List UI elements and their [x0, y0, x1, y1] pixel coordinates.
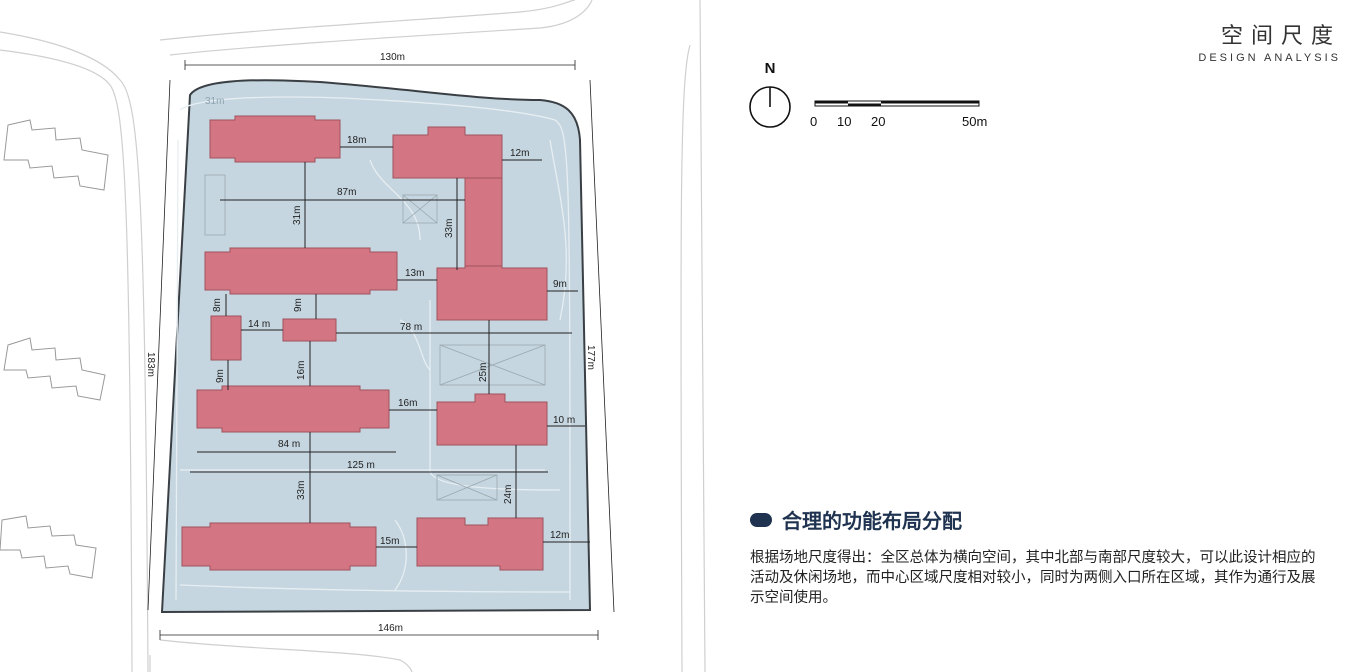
dim-right: 177m [585, 345, 596, 370]
dimension-labels: 130m 146m 183m 177m 31m 18m 12m 87m 31m … [145, 52, 596, 634]
building-f [210, 315, 242, 361]
section-title-text: 合理的功能布局分配 [782, 509, 962, 533]
building-c [464, 177, 503, 271]
section-body: 根据场地尺度得出：全区总体为横向空间，其中北部与南部尺度较大，可以此设计相应的活… [750, 550, 1316, 606]
dim-24m: 24m [503, 485, 514, 504]
outer-dimension-lines [147, 60, 615, 640]
north-arrow [749, 86, 791, 128]
scale-label-50: 50m [962, 114, 988, 129]
header-title-cn: 空间尺度 [1220, 24, 1341, 49]
north-label: N [764, 60, 776, 77]
internal-paths [175, 96, 571, 601]
dim-16m-horizontal: 16m [398, 398, 417, 409]
title-marker [750, 512, 772, 527]
building-j [181, 522, 377, 571]
scale-bar [814, 100, 980, 107]
dimension-lines [190, 146, 590, 548]
dim-bottom: 146m [378, 623, 403, 634]
dim-8m: 8m [212, 298, 223, 312]
building-g [282, 318, 337, 342]
analysis-section: 合理的功能布局分配 根据场地尺度得出：全区总体为横向空间，其中北部与南部尺度较大… [750, 505, 1330, 608]
dim-78m: 78 m [400, 322, 422, 333]
building-e [204, 247, 398, 295]
section-title: 合理的功能布局分配 [750, 505, 1330, 534]
dim-16m-vertical: 16m [296, 361, 307, 380]
building-h [196, 385, 390, 433]
dim-9m-left: 9m [215, 369, 226, 383]
dim-10m: 10 m [553, 415, 575, 426]
building-b [392, 126, 503, 179]
dim-14m: 14 m [248, 319, 270, 330]
building-i [436, 393, 548, 446]
dim-top: 130m [380, 52, 405, 63]
dim-31m: 31m [292, 206, 303, 225]
neighbor-buildings [0, 119, 109, 579]
building-k [416, 517, 544, 571]
dim-corner: 31m [205, 96, 224, 107]
scale-label-0: 0 [810, 114, 818, 129]
scale-label-10: 10 [837, 114, 852, 129]
dim-33m-top: 33m [444, 219, 455, 238]
building-a [209, 115, 341, 163]
page-header: 空间尺度 DESIGN ANALYSIS [1198, 18, 1341, 64]
scale-label-20: 20 [871, 114, 886, 129]
dim-125m: 125 m [347, 460, 375, 471]
dim-84m: 84 m [278, 439, 300, 450]
dim-33m-bottom: 33m [296, 481, 307, 500]
dim-18m: 18m [347, 135, 366, 146]
dim-9m-mid: 9m [293, 298, 304, 312]
surrounding-roads [0, 0, 706, 672]
dim-12m-top: 12m [510, 148, 529, 159]
north-label-wrap: N [748, 60, 792, 77]
dim-9m-right: 9m [553, 279, 567, 290]
dim-13m: 13m [405, 268, 424, 279]
scale-labels: 0 10 20 50m [0, 114, 1349, 132]
building-d [436, 265, 548, 321]
dim-15m: 15m [380, 536, 399, 547]
dim-87m: 87m [337, 187, 356, 198]
dim-12m-bottom: 12m [550, 530, 569, 541]
buildings [181, 115, 548, 571]
courtyard-boxes [204, 174, 546, 501]
header-title-en: DESIGN ANALYSIS [1198, 52, 1341, 64]
dim-left: 183m [145, 352, 156, 377]
dim-25m: 25m [478, 363, 489, 382]
